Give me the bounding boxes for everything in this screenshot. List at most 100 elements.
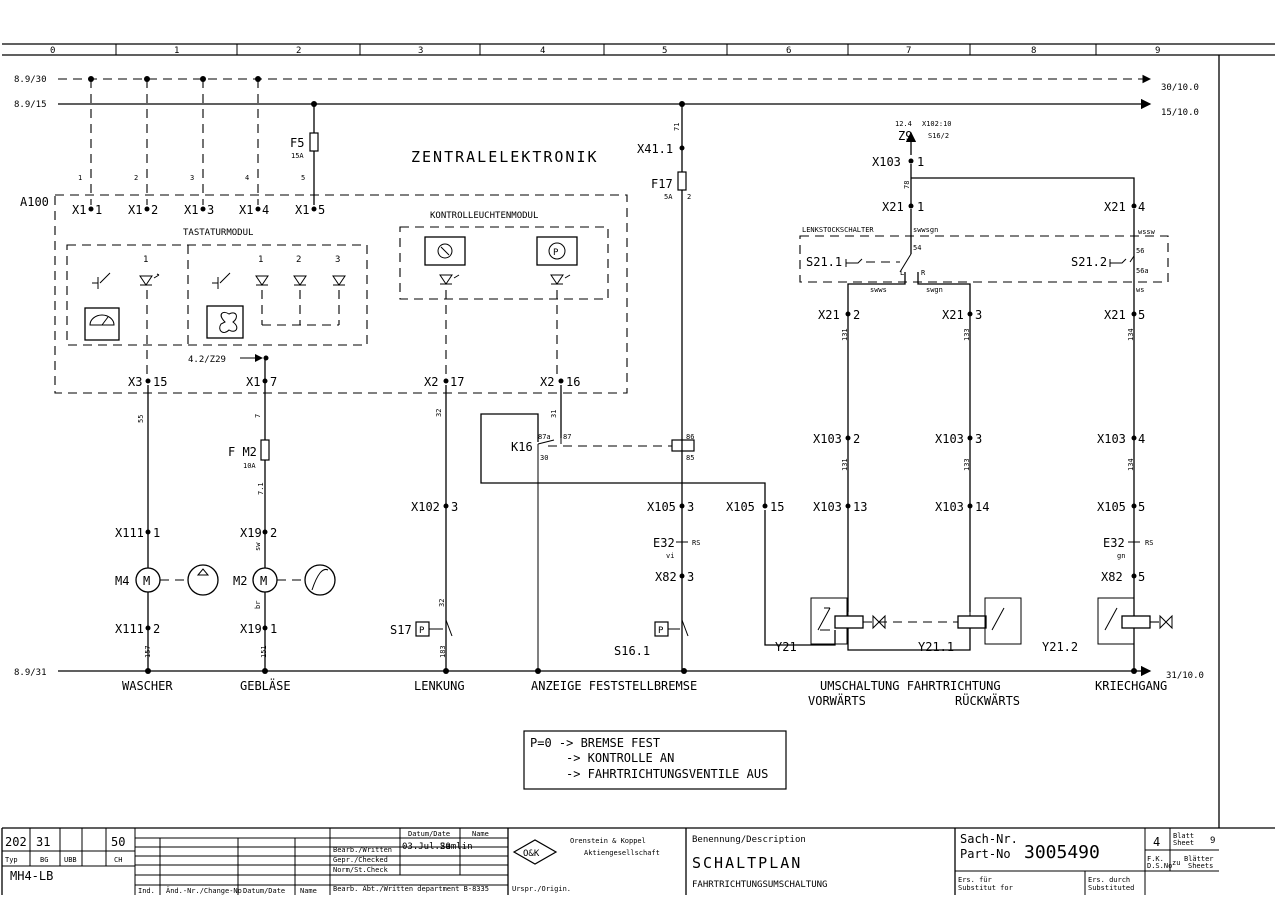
svg-text:Y21.2: Y21.2 (1042, 640, 1078, 654)
svg-text:3: 3 (335, 255, 340, 265)
svg-text:2: 2 (134, 174, 138, 182)
svg-text:131: 131 (841, 458, 849, 471)
svg-text:X103: X103 (935, 500, 964, 514)
label-kriechgang: KRIECHGANG (1095, 679, 1167, 693)
svg-text:BG: BG (40, 856, 48, 864)
svg-text:X82: X82 (655, 570, 677, 584)
svg-text:S17: S17 (390, 623, 412, 637)
svg-text:Substituted: Substituted (1088, 884, 1134, 892)
svg-text:1: 1 (270, 622, 277, 636)
svg-text:5: 5 (301, 174, 305, 182)
motor-m2: M M2 (233, 564, 336, 596)
diode-e32-a: E32 vi RS (653, 536, 700, 560)
svg-text:M: M (260, 574, 267, 588)
svg-text:Bearb./Written: Bearb./Written (333, 846, 392, 854)
svg-text:202: 202 (5, 835, 27, 849)
svg-text:E32: E32 (653, 536, 675, 550)
svg-text:X1: X1 (128, 203, 142, 217)
fuse-m2 (260, 439, 270, 461)
a100-box (54, 194, 628, 394)
svg-text:2: 2 (853, 432, 860, 446)
col-4: 4 (540, 46, 545, 56)
svg-text:X103: X103 (935, 432, 964, 446)
svg-text:1: 1 (95, 203, 102, 217)
svg-text:Orenstein & Koppel: Orenstein & Koppel (570, 837, 646, 845)
svg-text:7.1: 7.1 (257, 482, 265, 495)
svg-text:X19: X19 (240, 526, 262, 540)
rail-15: 8.9/15 15/10.0 (14, 98, 1199, 118)
steering-lamp (424, 236, 466, 285)
svg-text:M2: M2 (233, 574, 247, 588)
tastaturmodul-box (66, 244, 368, 346)
svg-text:F.K.: F.K. (1147, 855, 1164, 863)
svg-text:Samlin: Samlin (440, 842, 473, 852)
svg-text:Bearb. Abt./Written department: Bearb. Abt./Written department B-8335 (333, 885, 489, 893)
tastaturmodul-label: TASTATURMODUL (183, 228, 253, 238)
svg-text:3: 3 (975, 308, 982, 322)
svg-text:K16: K16 (511, 440, 533, 454)
svg-text:Urspr./Origin.: Urspr./Origin. (512, 885, 571, 893)
valve-y21: Y21 (775, 597, 864, 654)
svg-text:3: 3 (975, 432, 982, 446)
svg-text:157: 157 (144, 645, 152, 658)
col-7: 7 (906, 46, 911, 56)
svg-text:Ers. für: Ers. für (958, 876, 992, 884)
svg-text:X1: X1 (184, 203, 198, 217)
svg-text:31: 31 (550, 410, 558, 418)
svg-text:4: 4 (245, 174, 249, 182)
label-geblaese: GEBLÄSE (240, 678, 291, 693)
svg-text:1: 1 (917, 200, 924, 214)
svg-text:Sheets: Sheets (1188, 862, 1213, 870)
svg-text:17: 17 (450, 375, 464, 389)
svg-text:M: M (143, 574, 150, 588)
parking-lamp: P (536, 236, 578, 285)
svg-text:Name: Name (472, 830, 489, 838)
switch-s21-1: S21.1 L R (806, 253, 971, 303)
svg-text:Sheet: Sheet (1173, 839, 1194, 847)
col-8: 8 (1031, 46, 1036, 56)
label-umschaltung: UMSCHALTUNG FAHRTRICHTUNG (820, 679, 1001, 693)
switch-s17: S17 P (390, 619, 453, 637)
svg-text:X21: X21 (942, 308, 964, 322)
svg-text:br: br (254, 601, 262, 609)
svg-text:gn: gn (1117, 552, 1125, 560)
label-vorwaerts: VORWÄRTS (808, 693, 866, 708)
svg-text:12.4: 12.4 (895, 120, 912, 128)
svg-text:zu: zu (1172, 859, 1180, 867)
svg-text:F17: F17 (651, 177, 673, 191)
svg-text:4: 4 (1138, 432, 1145, 446)
svg-text:Ind.: Ind. (138, 887, 155, 895)
col-0: 0 (50, 46, 55, 56)
rail-31-left: 8.9/31 (14, 668, 47, 678)
svg-text:S16.1: S16.1 (614, 644, 650, 658)
svg-text:3: 3 (451, 500, 458, 514)
fan-key: 1 2 3 (206, 255, 346, 339)
svg-text:O&K: O&K (523, 849, 540, 859)
svg-text:4.2/Z29: 4.2/Z29 (188, 355, 226, 365)
svg-text:78: 78 (903, 181, 911, 189)
svg-text:P: P (658, 626, 664, 636)
svg-text:swgn: swgn (926, 286, 943, 294)
svg-text:E32: E32 (1103, 536, 1125, 550)
svg-text:Gepr./Checked: Gepr./Checked (333, 856, 388, 864)
svg-text:FAHRTRICHTUNGSUMSCHALTUNG: FAHRTRICHTUNGSUMSCHALTUNG (692, 880, 827, 890)
svg-text:X21: X21 (1104, 308, 1126, 322)
svg-text:S16/2: S16/2 (928, 132, 949, 140)
svg-text:32: 32 (438, 599, 446, 607)
svg-text:3: 3 (687, 570, 694, 584)
rail-31: 8.9/31 31/10.0 (14, 665, 1204, 681)
svg-text:5A: 5A (664, 193, 673, 201)
rail-15-left: 8.9/15 (14, 100, 47, 110)
svg-text:3005490: 3005490 (1024, 842, 1100, 863)
svg-text:X105: X105 (647, 500, 676, 514)
svg-text:Benennung/Description: Benennung/Description (692, 835, 806, 845)
rail-30: 8.9/30 30/10.0 (14, 74, 1199, 93)
column-ruler: 0 1 2 3 4 5 6 7 8 9 (2, 43, 1275, 56)
svg-text:Z9: Z9 (898, 129, 912, 143)
svg-text:1: 1 (917, 155, 924, 169)
svg-text:P: P (553, 248, 559, 258)
svg-text:183: 183 (439, 645, 447, 658)
svg-text:X103: X103 (813, 500, 842, 514)
